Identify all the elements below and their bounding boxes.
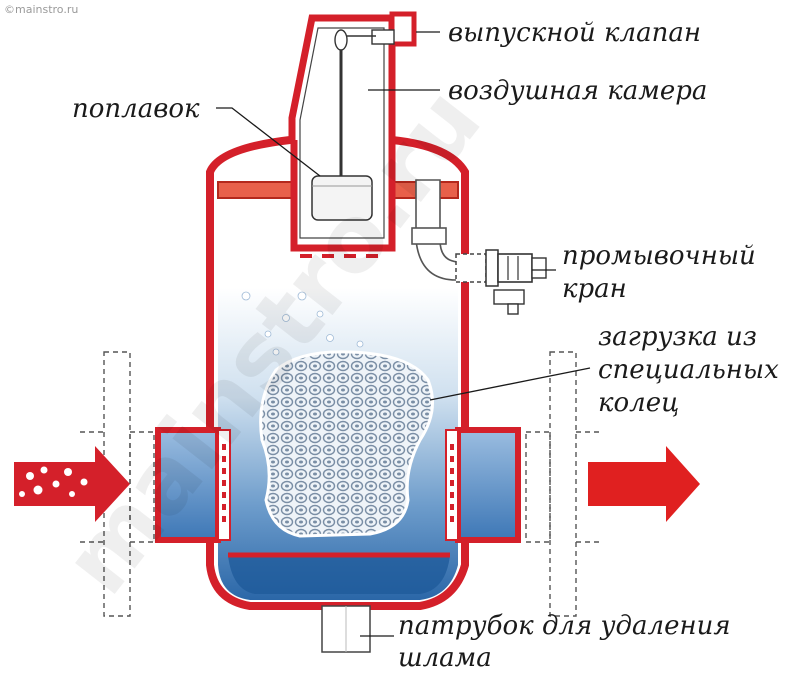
watermark-corner: ©mainstro.ru [4,3,78,16]
ring-packing [259,350,434,538]
label-rings-2: специальных [598,355,779,385]
outlet-flange [525,351,600,617]
label-float: поплавок [72,94,200,124]
float [311,29,373,221]
inlet-nozzle [155,427,231,543]
inlet-arrow [14,446,130,522]
label-rings-3: колец [598,388,679,418]
outlet-valve [338,11,417,47]
label-sludge-2: шлама [398,643,492,673]
sludge-drain-pipe [321,605,371,653]
label-outlet-valve: выпускной клапан [448,18,701,48]
label-flush-valve-1: промывочный [562,241,756,271]
outlet-arrow [588,446,700,522]
outlet-nozzle [445,427,521,543]
air-bubbles [241,291,364,356]
leader-lines [216,31,591,637]
label-sludge-1: патрубок для удаления [398,611,731,641]
label-flush-valve-2: кран [562,274,627,304]
label-air-chamber: воздушная камера [448,76,707,106]
flush-valve [411,179,547,315]
label-rings-1: загрузка из [598,322,757,352]
